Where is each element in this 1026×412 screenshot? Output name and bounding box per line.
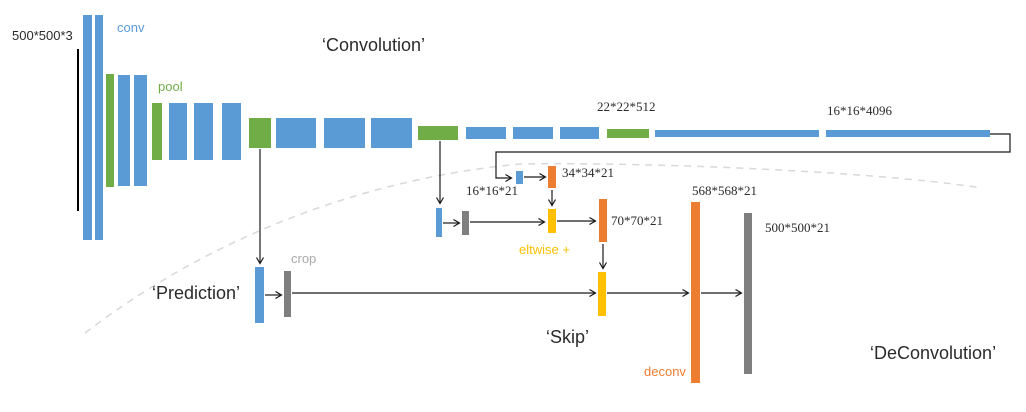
conv5-bar-1 — [466, 127, 506, 139]
conv1-bar-2 — [95, 15, 103, 240]
conv1-bar-1 — [83, 15, 92, 240]
pool4-bar — [418, 126, 458, 140]
conv4-bar-1 — [276, 118, 316, 148]
conv5-bar-2 — [513, 127, 553, 139]
score-pool4-bar — [436, 208, 442, 237]
final-output-bar — [744, 213, 752, 374]
crop-label: crop — [291, 251, 317, 266]
conv3-bar-1 — [169, 103, 187, 160]
pool5-bar — [607, 129, 649, 138]
convolution-title: ‘Convolution’ — [322, 35, 426, 55]
pool-label: pool — [158, 79, 183, 94]
input-dims-label: 500*500*3 — [12, 28, 73, 43]
crop-prediction-bar — [284, 271, 291, 317]
score-dims-label: 16*16*21 — [466, 183, 518, 198]
upscore2-dims-label: 34*34*21 — [562, 165, 614, 180]
fused-dims-label: 70*70*21 — [611, 213, 663, 228]
eltwise-label: eltwise + — [519, 242, 570, 257]
prediction-score-bar — [255, 267, 264, 323]
deconvolution-title: ‘DeConvolution’ — [870, 343, 997, 363]
input-image-line — [77, 49, 79, 211]
deconv-dims-label: 568*568*21 — [692, 183, 757, 198]
deconv-output-bar — [691, 202, 700, 383]
output-dims-label: 500*500*21 — [765, 220, 830, 235]
crop-pool4-bar — [462, 211, 469, 235]
eltwise-sum-bar — [548, 209, 556, 233]
conv4-bar-3 — [371, 118, 412, 148]
conv5-bar-3 — [560, 127, 599, 139]
fc6-bar — [655, 130, 819, 137]
deconv-label: deconv — [644, 364, 686, 379]
skip-title: ‘Skip’ — [546, 327, 590, 347]
fc7-bar — [826, 130, 990, 137]
prediction-title: ‘Prediction’ — [152, 283, 241, 303]
pool2-bar — [152, 103, 162, 160]
conv3-bar-2 — [194, 103, 213, 160]
conv3-bar-3 — [222, 103, 241, 160]
upscore-fused-bar — [599, 199, 607, 242]
pool5-dims-label: 22*22*512 — [597, 99, 656, 114]
pool1-bar — [106, 74, 114, 187]
upscore2-bar — [548, 166, 556, 188]
skip-output-bar — [598, 272, 606, 316]
conv2-bar-1 — [118, 75, 130, 186]
fc7-dims-label: 16*16*4096 — [827, 103, 892, 118]
conv-label: conv — [117, 20, 145, 35]
score-fc7-bar — [516, 171, 523, 184]
pool3-bar — [249, 118, 271, 148]
conv2-bar-2 — [134, 75, 147, 186]
conv4-bar-2 — [324, 118, 365, 148]
